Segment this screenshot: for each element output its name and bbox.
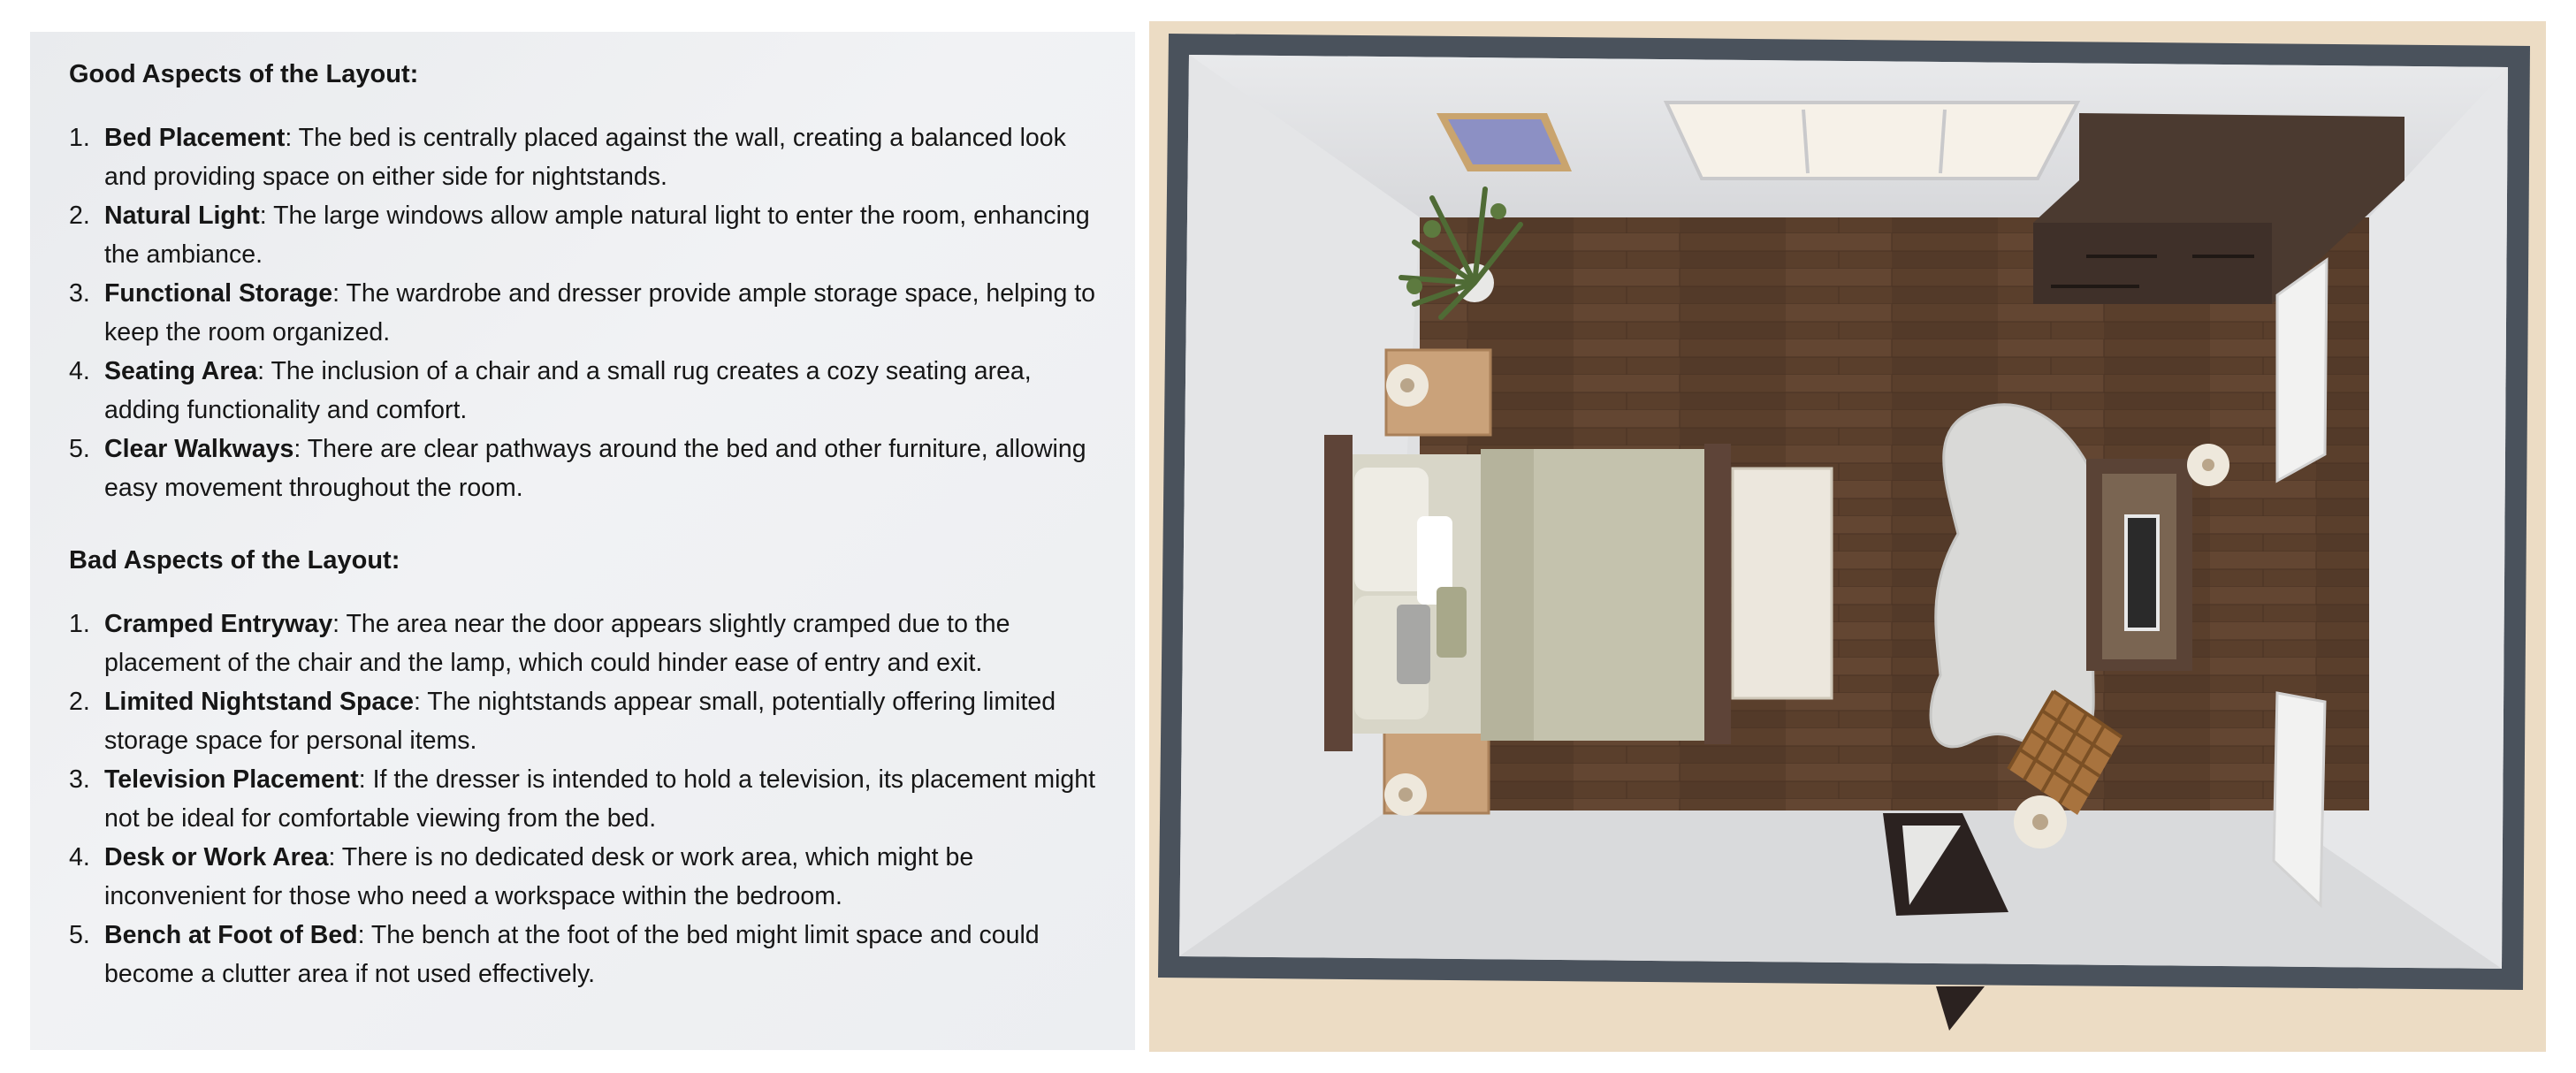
item-title: Clear Walkways [104,435,294,463]
bad-aspects-list: 1. Cramped Entryway: The area near the do… [69,605,1135,993]
layout-analysis-panel: Good Aspects of the Layout: 1. Bed Placem… [30,32,1135,1050]
bench [1731,467,1833,700]
item-number: 3. [69,279,90,308]
good-aspects-list: 1. Bed Placement: The bed is centrally pl… [69,118,1135,507]
good-aspect-item: 5. Clear Walkways: There are clear pathwa… [69,430,1103,507]
item-title: Desk or Work Area [104,843,329,871]
good-aspect-item: 2. Natural Light: The large windows allow… [69,196,1103,274]
item-text: : There are clear pathways around the be… [104,435,1086,502]
floor-plan-image [1149,21,2546,1052]
item-title: Functional Storage [104,279,333,308]
bad-aspect-item: 5. Bench at Foot of Bed: The bench at the… [69,916,1103,993]
item-title: Bench at Foot of Bed [104,921,358,949]
item-number: 4. [69,357,90,385]
bad-aspect-item: 2. Limited Nightstand Space: The nightsta… [69,682,1103,760]
skylight [1437,113,1572,171]
item-title: Bed Placement [104,124,286,152]
lounge-chair [2007,689,2123,815]
good-aspect-item: 3. Functional Storage: The wardrobe and d… [69,274,1103,352]
item-text: : If the dresser is intended to hold a t… [104,765,1096,833]
item-text: : The nightstands appear small, potentia… [104,688,1056,755]
doorway [1883,813,2008,1031]
good-aspect-item: 1. Bed Placement: The bed is centrally pl… [69,118,1103,196]
item-number: 1. [69,124,90,152]
right-wall-doors [2272,257,2328,909]
item-text: : The wardrobe and dresser provide ample… [104,279,1096,346]
bedroom-plan-illustration [1158,34,2530,1031]
nightstand-bottom [1383,727,1490,816]
item-number: 4. [69,843,90,871]
item-number: 5. [69,921,90,949]
item-title: Limited Nightstand Space [104,688,414,716]
item-number: 2. [69,688,90,716]
item-text: : The bench at the foot of the bed might… [104,921,1040,988]
item-number: 2. [69,202,90,230]
bed [1324,435,1731,751]
item-text: : The bed is centrally placed against th… [104,124,1066,191]
bad-aspect-item: 1. Cramped Entryway: The area near the do… [69,605,1103,682]
bad-aspect-item: 4. Desk or Work Area: There is no dedicat… [69,838,1103,916]
item-number: 3. [69,765,90,794]
item-text: : The inclusion of a chair and a small r… [104,357,1032,424]
good-aspect-item: 4. Seating Area: The inclusion of a chair… [69,352,1103,430]
item-title: Television Placement [104,765,359,794]
item-number: 5. [69,435,90,463]
item-title: Seating Area [104,357,258,385]
bad-aspect-item: 3. Television Placement: If the dresser i… [69,760,1103,838]
bad-aspects-heading: Bad Aspects of the Layout: [69,546,400,575]
windows [1663,101,2081,180]
area-rug [1929,403,2097,749]
item-text: : There is no dedicated desk or work are… [104,843,974,910]
item-text: : The area near the door appears slightl… [104,610,1010,677]
nightstand-top [1384,348,1492,437]
dresser-with-tv [2086,444,2229,671]
item-title: Cramped Entryway [104,610,333,638]
item-text: : The large windows allow ample natural … [104,202,1090,269]
good-aspects-heading: Good Aspects of the Layout: [69,60,419,88]
floor-lamp [2014,795,2067,849]
potted-plant [1399,186,1523,320]
wardrobe [2033,113,2405,304]
item-number: 1. [69,610,90,638]
item-title: Natural Light [104,202,260,230]
